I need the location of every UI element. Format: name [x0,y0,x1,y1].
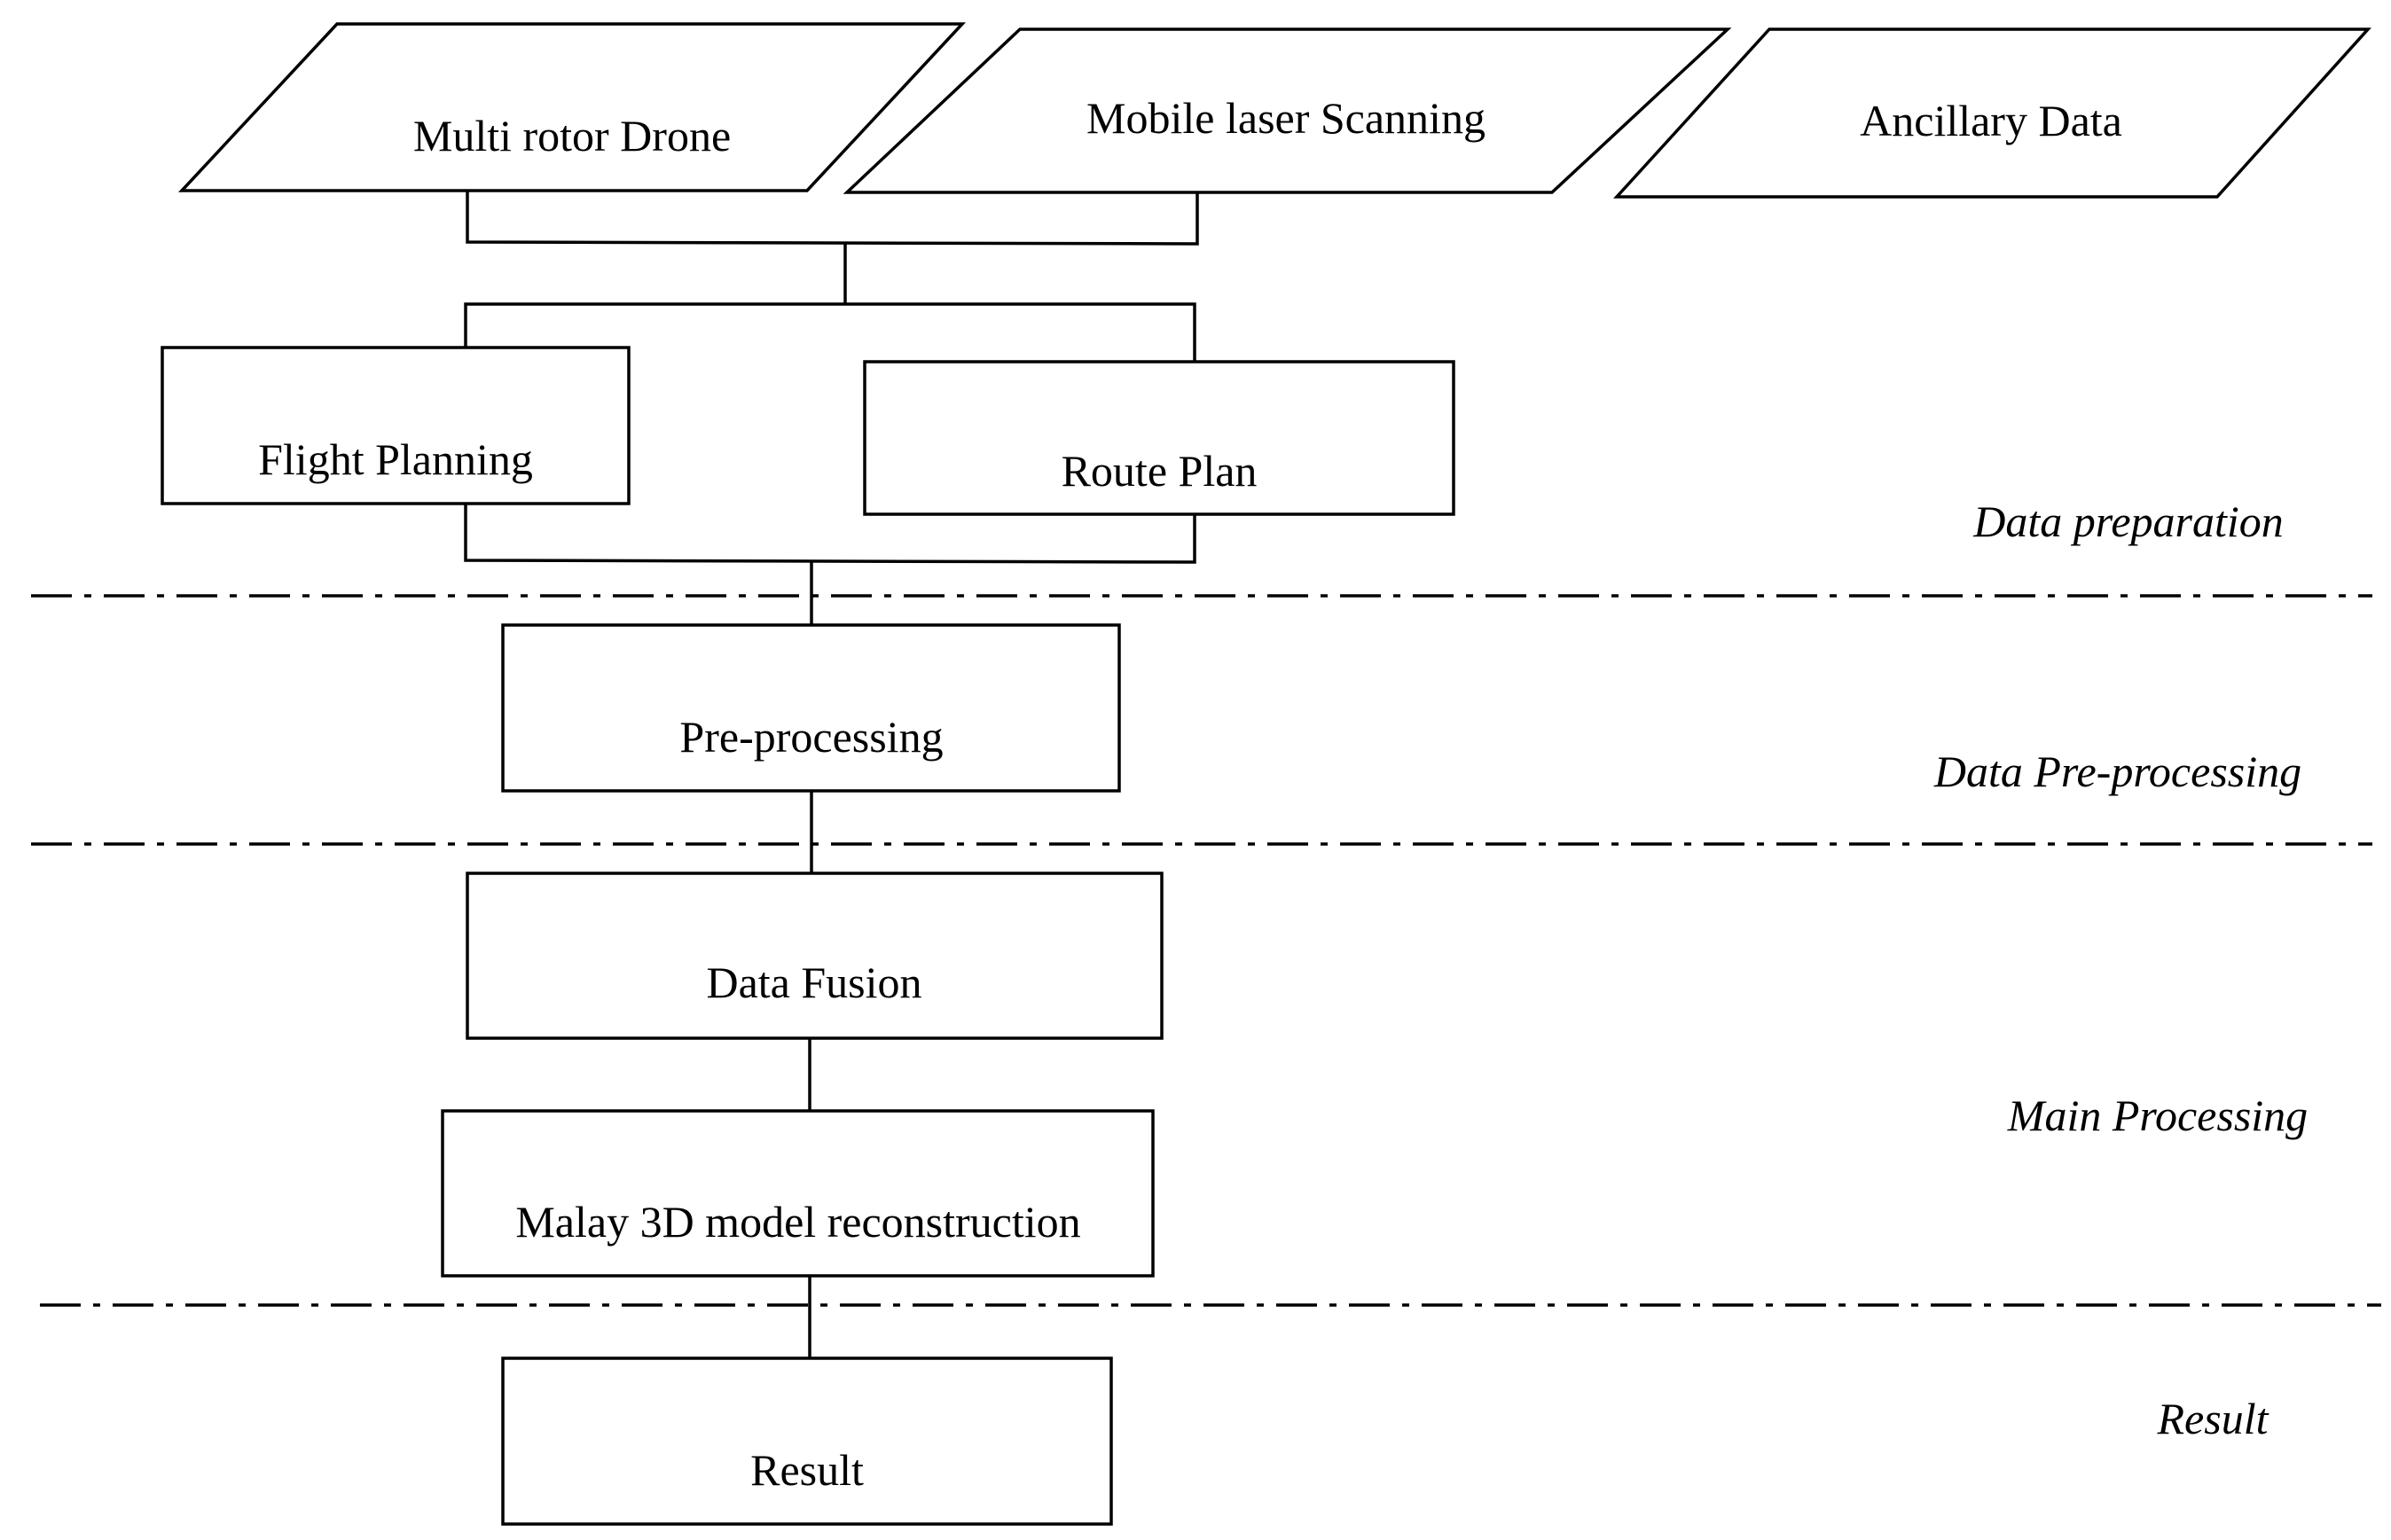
stage-label-data-preparation: Data preparation [1972,496,2284,546]
input-ancillary-label: Ancillary Data [1860,96,2122,145]
stage-label-main-processing: Main Processing [2007,1091,2308,1140]
stage-label-data-pre-processing: Data Pre-processing [1933,747,2301,796]
input-mls-label: Mobile laser Scanning [1086,93,1486,143]
input-node-ancillary-data: Ancillary Data [1613,27,2371,199]
input-node-mobile-laser-scanning: Mobile laser Scanning [843,27,1732,194]
input-drone-label: Multi rotor Drone [413,111,731,160]
process-node-flight-planning: Flight Planning [161,346,631,505]
process-node-route-plan: Route Plan [863,360,1455,516]
process-node-reconstruction: Malay 3D model reconstruction [441,1109,1155,1278]
connector-planning-merge [464,504,1196,564]
route-plan-label: Route Plan [1062,446,1258,496]
process-node-pre-processing: Pre-processing [501,623,1121,793]
input-node-drone: Multi rotor Drone [177,22,967,192]
data-fusion-label: Data Fusion [706,958,921,1007]
connector-split-planning [464,302,1196,362]
flight-planning-label: Flight Planning [258,434,533,484]
process-node-result: Result [501,1356,1113,1526]
stage-label-result: Result [2157,1394,2269,1443]
process-node-data-fusion: Data Fusion [466,872,1164,1040]
connector-inputs-merge [466,191,1199,246]
pre-processing-label: Pre-processing [679,712,943,762]
result-label: Result [750,1445,864,1495]
reconstruction-label: Malay 3D model reconstruction [515,1197,1080,1247]
